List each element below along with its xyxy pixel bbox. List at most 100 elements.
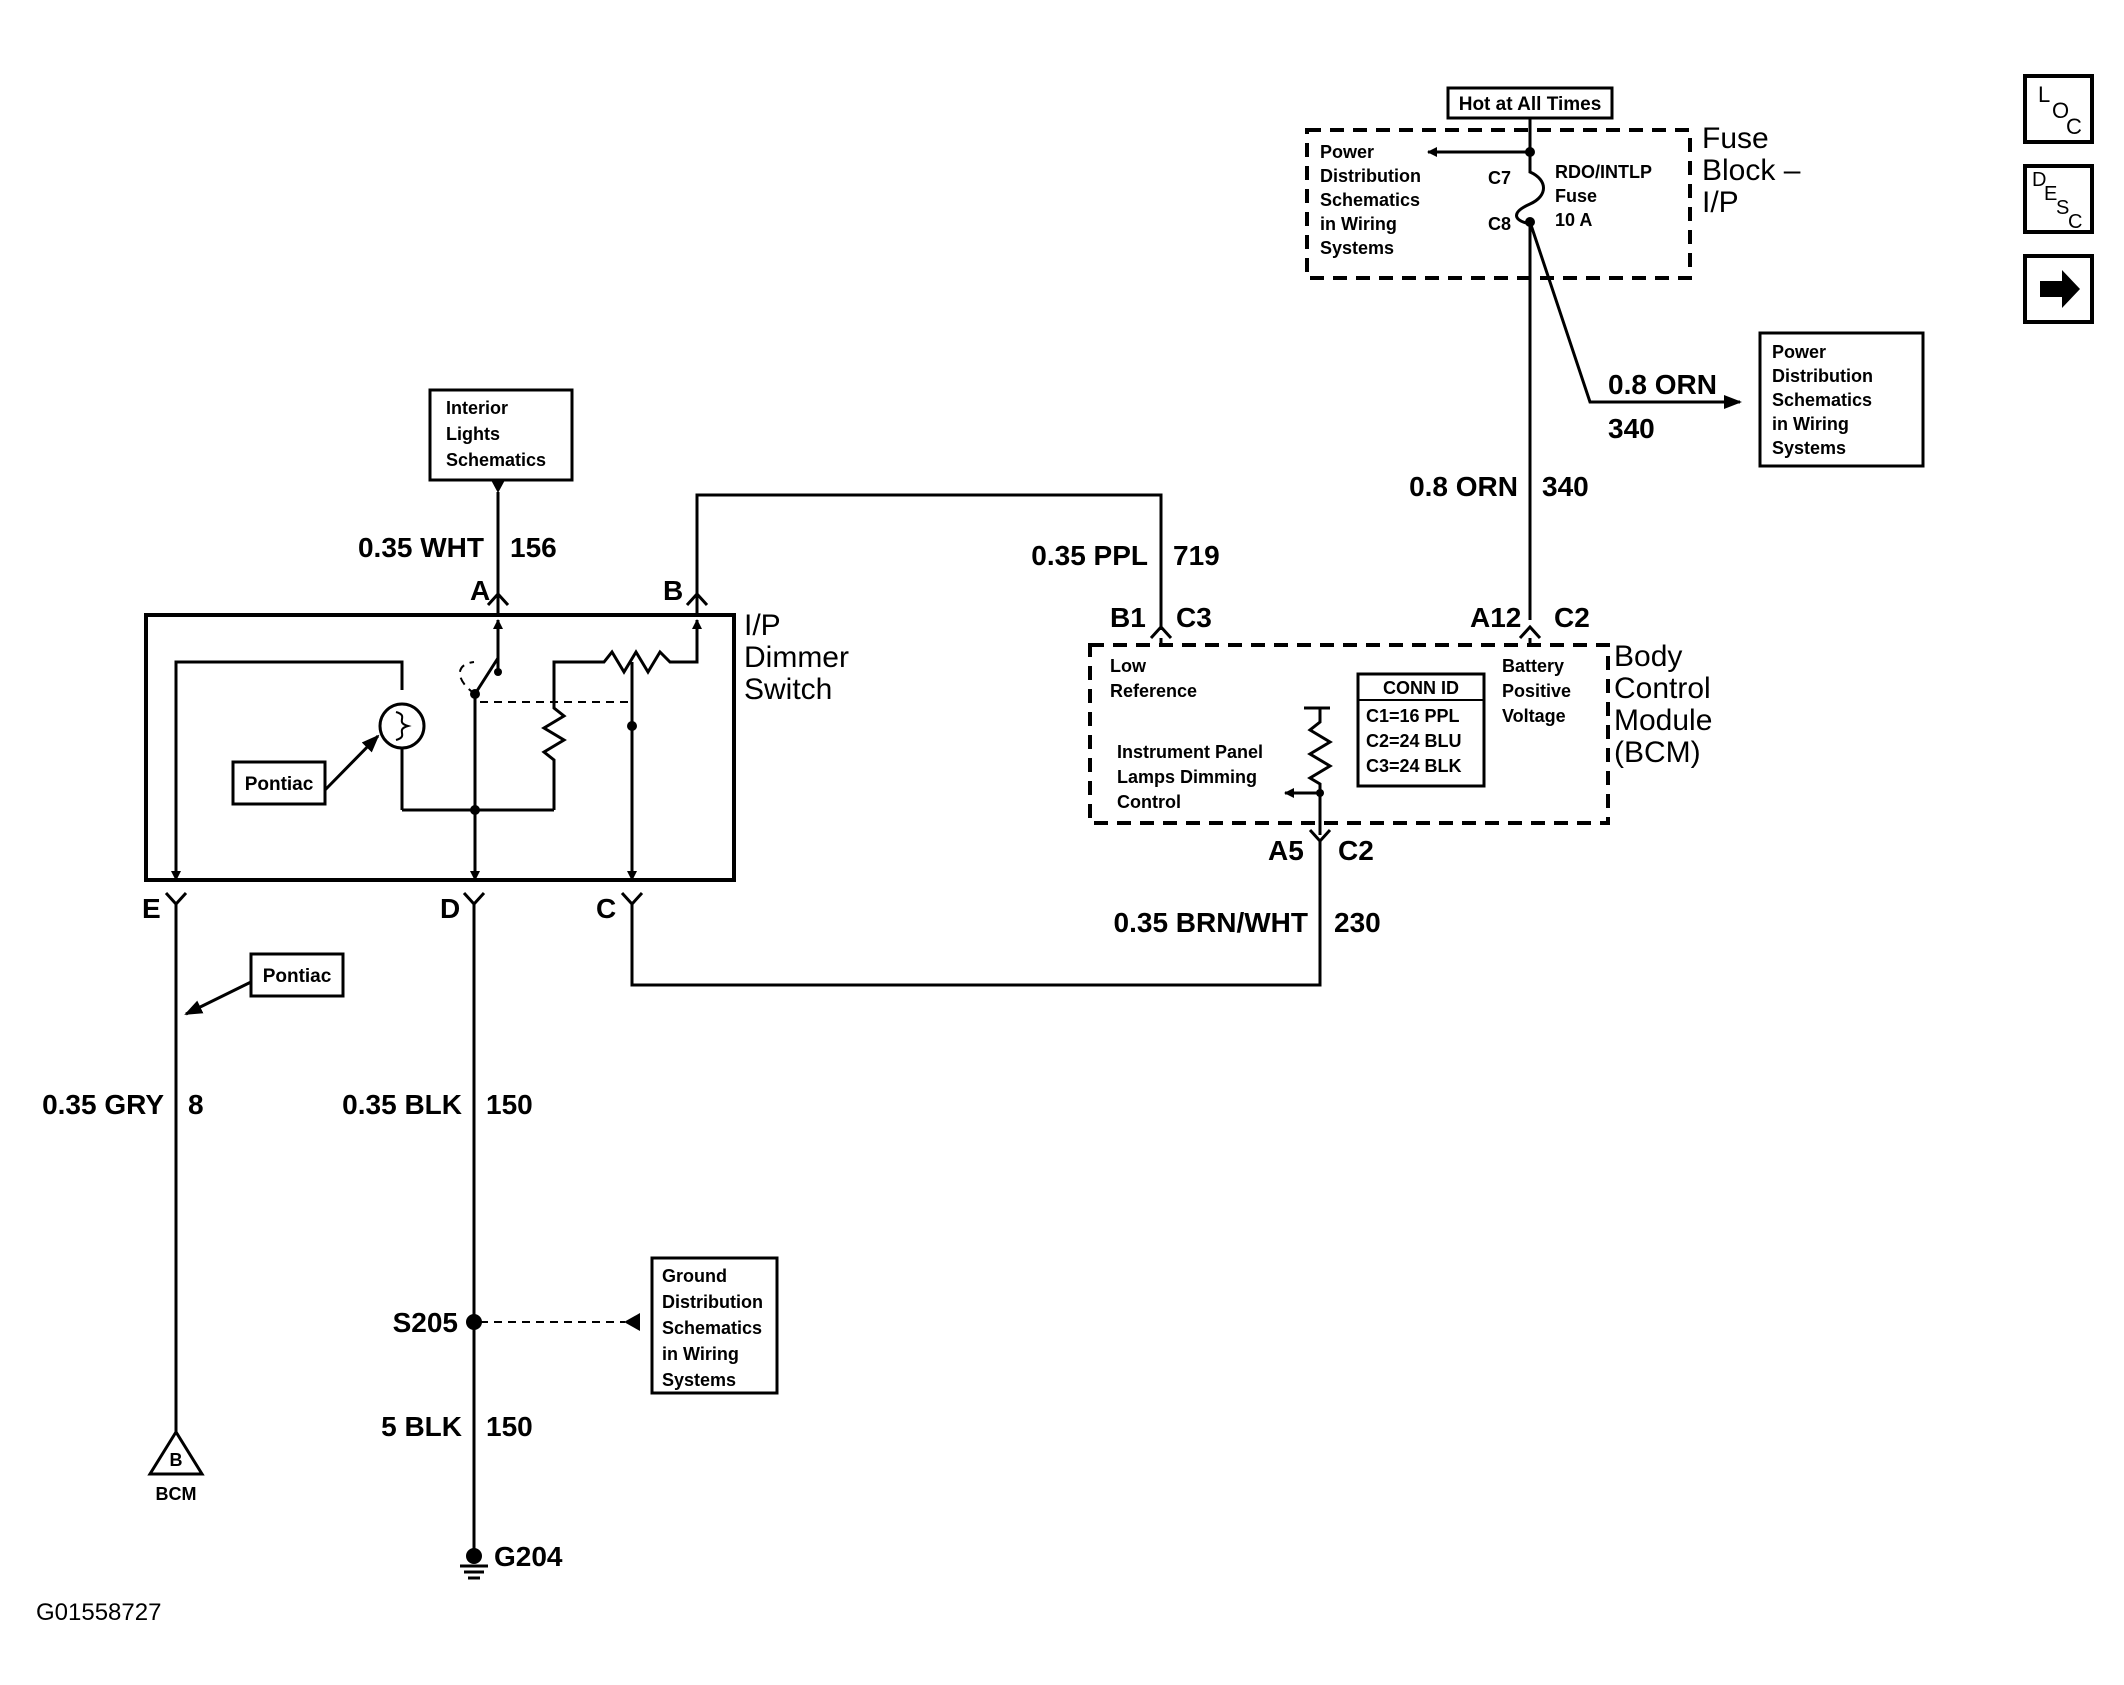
- svg-text:Schematics: Schematics: [1320, 190, 1420, 210]
- svg-text:L: L: [2038, 82, 2050, 107]
- ppl-circuit: 719: [1173, 540, 1220, 571]
- svg-text:Lights: Lights: [446, 424, 500, 444]
- pin-c-connector: [620, 891, 644, 907]
- svg-text:I/P: I/P: [1702, 186, 1739, 219]
- orn-340-branch-wire: [1528, 221, 1742, 409]
- svg-text:Interior: Interior: [446, 398, 508, 418]
- pin-d-label: D: [440, 893, 460, 924]
- desc-button[interactable]: D E S C: [2023, 164, 2094, 234]
- svg-text:in Wiring: in Wiring: [1320, 214, 1397, 234]
- svg-text:Schematics: Schematics: [446, 450, 546, 470]
- svg-text:Voltage: Voltage: [1502, 706, 1566, 726]
- pin-b1-label: B1: [1110, 602, 1146, 633]
- pdist-right-box: Power Distribution Schematics in Wiring …: [1758, 331, 1925, 468]
- svg-text:Schematics: Schematics: [662, 1318, 762, 1338]
- conn-c2-top-label: C2: [1554, 602, 1590, 633]
- pin-b-connector: [685, 591, 709, 607]
- pin-e-connector: [164, 891, 188, 907]
- orn-branch-circuit: 340: [1608, 413, 1655, 444]
- svg-text:Low: Low: [1110, 656, 1147, 676]
- low-reference-label: Low Reference: [1110, 656, 1197, 701]
- svg-text:Systems: Systems: [662, 1370, 736, 1390]
- pontiac-label-box: [231, 760, 327, 806]
- svg-text:Ground: Ground: [662, 1266, 727, 1286]
- bcm-ref-label: BCM: [156, 1484, 197, 1504]
- svg-text:Fuse: Fuse: [1555, 186, 1597, 206]
- svg-text:C: C: [2068, 211, 2082, 233]
- pin-a5-label: A5: [1268, 835, 1304, 866]
- fuse-block-outline: [1305, 128, 1692, 280]
- blk-circuit: 150: [486, 1089, 533, 1120]
- conn-id-table: [1356, 672, 1486, 788]
- conn-id-row: C3=24 BLK: [1366, 756, 1462, 776]
- svg-text:Battery: Battery: [1502, 656, 1564, 676]
- conn-id-row: C1=16 PPL: [1366, 706, 1460, 726]
- dimming-control-label: Instrument Panel Lamps Dimming Control: [1117, 742, 1263, 812]
- svg-text:E: E: [2044, 183, 2057, 205]
- orn-main-circuit: 340: [1542, 471, 1589, 502]
- conn-c2-bottom-label: C2: [1338, 835, 1374, 866]
- svg-text:Dimmer: Dimmer: [744, 641, 849, 674]
- ground-dist-box: Ground Distribution Schematics in Wiring…: [650, 1256, 779, 1395]
- pin-a12-label: A12: [1470, 602, 1521, 633]
- pin-c-label: C: [596, 893, 616, 924]
- dimmer-switch-outline: [144, 613, 736, 882]
- conn-id-title: CONN ID: [1383, 678, 1459, 698]
- hot-at-all-times-label: Hot at All Times: [1459, 94, 1602, 115]
- svg-text:Switch: Switch: [744, 673, 832, 706]
- svg-text:(BCM): (BCM): [1614, 736, 1701, 769]
- svg-text:Reference: Reference: [1110, 681, 1197, 701]
- loc-button[interactable]: L O C: [2023, 74, 2094, 144]
- pin-e-label: E: [142, 893, 161, 924]
- brn-size-color: 0.35 BRN/WHT: [1114, 907, 1308, 938]
- svg-text:O: O: [2052, 98, 2069, 123]
- svg-text:S: S: [2056, 197, 2069, 219]
- next-button[interactable]: [2023, 254, 2094, 324]
- document-id: G01558727: [36, 1599, 161, 1626]
- fuse-block-pdist-label: Power Distribution Schematics in Wiring …: [1320, 142, 1421, 258]
- pin-a-connector: [486, 591, 510, 607]
- orn-main-size-color: 0.8 ORN: [1409, 471, 1518, 502]
- gry-size-color: 0.35 GRY: [42, 1089, 164, 1120]
- svg-text:Block –: Block –: [1702, 154, 1801, 187]
- pin-a-label: A: [470, 575, 490, 606]
- svg-text:B: B: [170, 1450, 183, 1470]
- svg-text:RDO/INTLP: RDO/INTLP: [1555, 162, 1652, 182]
- svg-text:Systems: Systems: [1772, 438, 1846, 458]
- pin-b-label: B: [663, 575, 683, 606]
- ground-g204: G204: [460, 1541, 563, 1580]
- svg-text:Fuse: Fuse: [1702, 122, 1769, 155]
- svg-text:Control: Control: [1614, 672, 1711, 705]
- lamp-icon: [378, 702, 426, 750]
- svg-text:Systems: Systems: [1320, 238, 1394, 258]
- brn-circuit: 230: [1334, 907, 1381, 938]
- fuse-rating-label: RDO/INTLP Fuse 10 A: [1555, 162, 1652, 230]
- svg-text:10 A: 10 A: [1555, 210, 1592, 230]
- pontiac-lower-box: [249, 952, 345, 998]
- gry-circuit: 8: [188, 1089, 204, 1120]
- svg-text:Distribution: Distribution: [662, 1292, 763, 1312]
- bcm-name: Body Control Module (BCM): [1614, 640, 1712, 769]
- body-control-module: B1 C3 A12 C2 Low Reference Battery Posit…: [1088, 602, 1712, 866]
- wht-size-color: 0.35 WHT: [358, 532, 484, 563]
- svg-text:Power: Power: [1772, 342, 1826, 362]
- svg-text:in Wiring: in Wiring: [662, 1344, 739, 1364]
- ppl-size-color: 0.35 PPL: [1031, 540, 1148, 571]
- svg-text:Module: Module: [1614, 704, 1712, 737]
- svg-text:C: C: [2066, 114, 2082, 139]
- svg-text:in Wiring: in Wiring: [1772, 414, 1849, 434]
- interior-lights-box: Interior Lights Schematics: [428, 388, 574, 482]
- brn-wht-230-wire: [630, 841, 1322, 987]
- c8-label: C8: [1488, 214, 1511, 234]
- fuse-symbol: [1515, 152, 1545, 226]
- splice-s205: [466, 1314, 482, 1330]
- ppl-719-wire: [695, 493, 1163, 630]
- svg-text:D: D: [2032, 169, 2046, 191]
- battery-voltage-label: Battery Positive Voltage: [1502, 656, 1571, 726]
- fuse-block: Hot at All Times Fuse Block – I/P Power …: [1305, 86, 1801, 280]
- blk-size-color: 0.35 BLK: [342, 1089, 462, 1120]
- svg-text:Instrument Panel: Instrument Panel: [1117, 742, 1263, 762]
- blk5-circuit: 150: [486, 1411, 533, 1442]
- pontiac-label: Pontiac: [245, 774, 314, 795]
